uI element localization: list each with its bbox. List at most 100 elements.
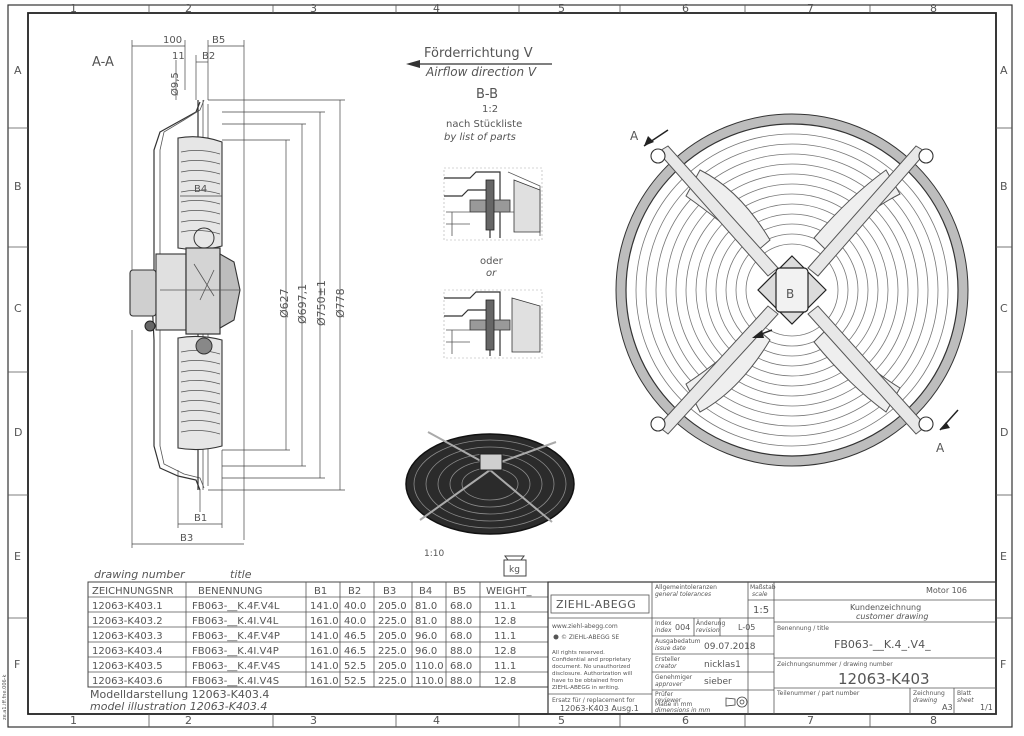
detail-view-1 — [443, 167, 543, 241]
section-bb-scale: 1:2 — [482, 104, 498, 115]
table-cell: 12063-K403.5 — [92, 661, 163, 672]
col-label: 8 — [930, 714, 937, 727]
section-aa-label: A-A — [92, 55, 114, 70]
caption-drawing-number: drawing number — [94, 568, 186, 581]
col-label: 2 — [185, 2, 192, 15]
dim-b1: B1 — [194, 513, 207, 524]
col-label: 6 — [682, 2, 689, 15]
sheet-label-en: sheet — [957, 697, 974, 704]
table-cell: 161.0 — [310, 646, 339, 657]
table-cell: FB063-__K.4F.V4L — [192, 601, 280, 612]
header-cell: B5 — [453, 586, 466, 597]
approver: sieber — [704, 677, 732, 687]
col-label: 1 — [70, 2, 77, 15]
table-cell: 12063-K403.6 — [92, 676, 163, 687]
table-cell: FB063-__K.4I.V4L — [192, 616, 279, 627]
table-cell: 52.5 — [344, 661, 366, 672]
website: www.ziehl-abegg.com — [552, 623, 618, 630]
row-label: D — [14, 426, 22, 439]
creator-label-en: creator — [655, 663, 677, 670]
dim-697: Ø697,1 — [296, 284, 309, 324]
rights-line: Confidential and proprietary — [552, 657, 632, 663]
col-label: 1 — [70, 714, 77, 727]
title-label: Benennung / title — [777, 625, 829, 632]
section-bb-label: B-B — [476, 87, 498, 102]
row-label: C — [14, 302, 22, 315]
creator: nicklas1 — [704, 660, 741, 670]
table-cell: 96.0 — [415, 631, 437, 642]
issue-date: 09.07.2018 — [704, 642, 756, 652]
section-b-label: B — [786, 287, 794, 301]
index: 004 — [675, 623, 690, 632]
dim-750: Ø750±1 — [315, 280, 328, 326]
dims-label-en: dimensions in mm — [655, 707, 710, 714]
table-cell: 12063-K403.3 — [92, 631, 163, 642]
airflow-label-en: Airflow direction V — [425, 65, 537, 79]
table-cell: 11.1 — [494, 631, 516, 642]
revision: L-05 — [738, 623, 755, 632]
header-cell: WEIGHT_ — [486, 586, 533, 597]
part-number-label: Teilenummer / part number — [776, 690, 860, 697]
format-label-en: drawing — [913, 697, 937, 704]
col-label: 8 — [930, 2, 937, 15]
table-cell: 88.0 — [450, 676, 472, 687]
index-label-de: Index — [655, 620, 672, 627]
table-cell: 12.8 — [494, 646, 516, 657]
table-cell: 161.0 — [310, 676, 339, 687]
table-cell: FB063-__K.4I.V4P — [192, 646, 279, 657]
table-cell: 46.5 — [344, 646, 366, 657]
kg-label: kg — [509, 565, 520, 575]
row-label: D — [1000, 426, 1008, 439]
dim-11: 11 — [172, 51, 185, 62]
section-bb-view: B-B 1:2 nach Stückliste by list of parts… — [443, 87, 543, 359]
projection-symbol-icon — [725, 696, 748, 708]
drawing-scale: 1:5 — [753, 605, 769, 616]
tolerance-label-en: general tolerances — [655, 591, 711, 598]
rights-line: ZIEHL-ABEGG in writing. — [552, 685, 620, 691]
approver-label-en: approver — [655, 681, 683, 688]
airflow-direction: Förderrichtung V Airflow direction V — [406, 46, 552, 79]
section-arrow-icon — [644, 136, 654, 146]
table-cell: 11.1 — [494, 601, 516, 612]
header-cell: B1 — [314, 586, 327, 597]
replacement-label: Ersatz für / replacement for — [552, 697, 635, 704]
section-bb-note-de: nach Stückliste — [446, 119, 522, 130]
table-cell: FB063-__K.4F.V4P — [192, 631, 280, 642]
table-cell: 12.8 — [494, 676, 516, 687]
sheet: 1/1 — [980, 703, 993, 712]
section-arrow-icon — [940, 422, 950, 430]
format: A3 — [942, 703, 953, 712]
rights-line: have to be obtained from — [552, 678, 623, 684]
dim-100: 100 — [163, 35, 182, 46]
section-a-bottom: A — [936, 441, 945, 455]
sheet-label-de: Blatt — [957, 690, 972, 697]
table-cell: 225.0 — [378, 616, 407, 627]
table-cell: 205.0 — [378, 631, 407, 642]
table-cell: 141.0 — [310, 631, 339, 642]
drawing-number-label: Zeichnungsnummer / drawing number — [777, 661, 893, 668]
issue-label-en: issue date — [655, 645, 686, 652]
col-label: 7 — [807, 2, 814, 15]
caption-title: title — [230, 568, 252, 581]
table-cell: 225.0 — [378, 646, 407, 657]
isometric-view: 1:10 — [405, 431, 575, 559]
table-cell: 81.0 — [415, 601, 437, 612]
rights-line: disclosure. Authorization will — [552, 671, 633, 677]
col-label: 3 — [310, 714, 317, 727]
front-view: B A A — [615, 113, 969, 467]
issue-label-de: Ausgabedatum — [655, 638, 701, 645]
dim-9-5: Ø9,5 — [169, 72, 181, 96]
tolerance-label-de: Allgemeintoleranzen — [655, 584, 717, 591]
row-label: B — [14, 180, 22, 193]
dim-b5: B5 — [212, 35, 225, 46]
header-cell: B4 — [419, 586, 432, 597]
table-cell: 68.0 — [450, 661, 472, 672]
weight-kg-icon: kg — [503, 555, 527, 577]
motor: Motor 106 — [926, 586, 967, 595]
dim-b3: B3 — [180, 533, 193, 544]
model-illustration-de: Modelldarstellung 12063-K403.4 — [90, 688, 269, 701]
table-cell: 68.0 — [450, 601, 472, 612]
table-cell: 96.0 — [415, 646, 437, 657]
col-label: 3 — [310, 2, 317, 15]
